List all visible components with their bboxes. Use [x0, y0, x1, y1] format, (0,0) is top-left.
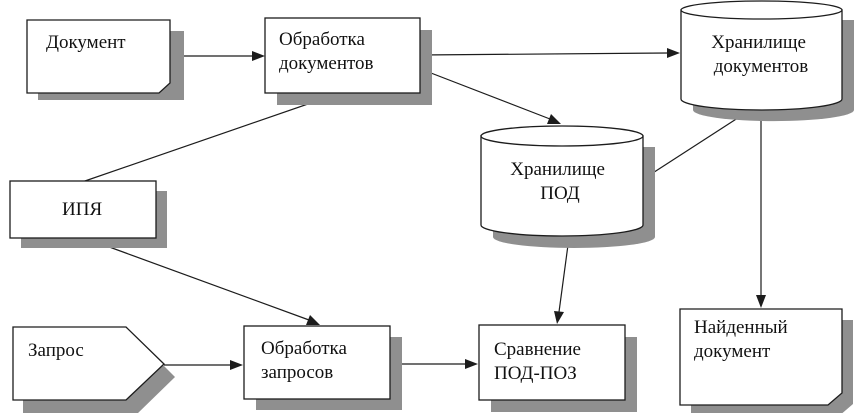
process-box: [478, 324, 626, 401]
node-doc-processing: Обработка документов: [264, 17, 432, 105]
arrowhead-icon: [667, 48, 680, 58]
arrowhead-icon: [252, 51, 265, 61]
node-doc-storage: Хранилище документов: [680, 0, 854, 122]
node-label: Запрос: [28, 340, 84, 361]
document-shape: [679, 308, 843, 406]
document-shape: [26, 19, 171, 94]
node-document: Документ: [26, 19, 184, 100]
edge-doc-processing-to-doc-storage: [419, 48, 680, 58]
node-label: Документ: [46, 32, 126, 53]
edge-doc-processing-to-pod-storage: [417, 67, 561, 124]
arrowhead-icon: [756, 295, 766, 308]
edge-query-processing-to-comparison: [389, 359, 478, 369]
process-box: [243, 325, 391, 400]
cylinder-top: [480, 125, 644, 147]
node-label: Найденный документ: [694, 317, 792, 362]
node-label: Хранилище документов: [711, 32, 810, 77]
node-label: ИПЯ: [62, 199, 102, 220]
arrowhead-icon: [554, 311, 564, 324]
edge-query-to-query-processing: [164, 360, 243, 370]
node-label: Сравнение ПОД-ПОЗ: [494, 339, 586, 384]
process-box: [9, 180, 157, 239]
node-found-document: Найденный документ: [679, 308, 853, 413]
process-box: [264, 17, 421, 94]
node-label: Хранилище ПОД: [510, 159, 609, 204]
edge-ipya-to-query-processing: [81, 236, 320, 325]
node-label: Обработка документов: [279, 29, 374, 74]
cylinder-top: [680, 0, 843, 20]
arrowhead-icon: [547, 114, 561, 124]
node-label: Обработка запросов: [261, 338, 352, 383]
arrowhead-icon: [306, 315, 320, 325]
node-query-processing: Обработка запросов: [243, 325, 402, 410]
arrowhead-icon: [230, 360, 243, 370]
edge-document-to-doc-processing: [170, 51, 265, 61]
node-pod-storage: Хранилище ПОД: [480, 125, 655, 248]
node-comparison: Сравнение ПОД-ПОЗ: [478, 324, 637, 412]
node-query: Запрос: [12, 326, 175, 413]
cylinder-body: [680, 9, 843, 111]
arrowhead-icon: [465, 359, 478, 369]
cylinder-body: [480, 135, 644, 237]
edge-doc-storage-to-found-document: [756, 110, 766, 308]
node-ipya: ИПЯ: [9, 180, 167, 248]
pentagon-shape: [12, 326, 165, 401]
